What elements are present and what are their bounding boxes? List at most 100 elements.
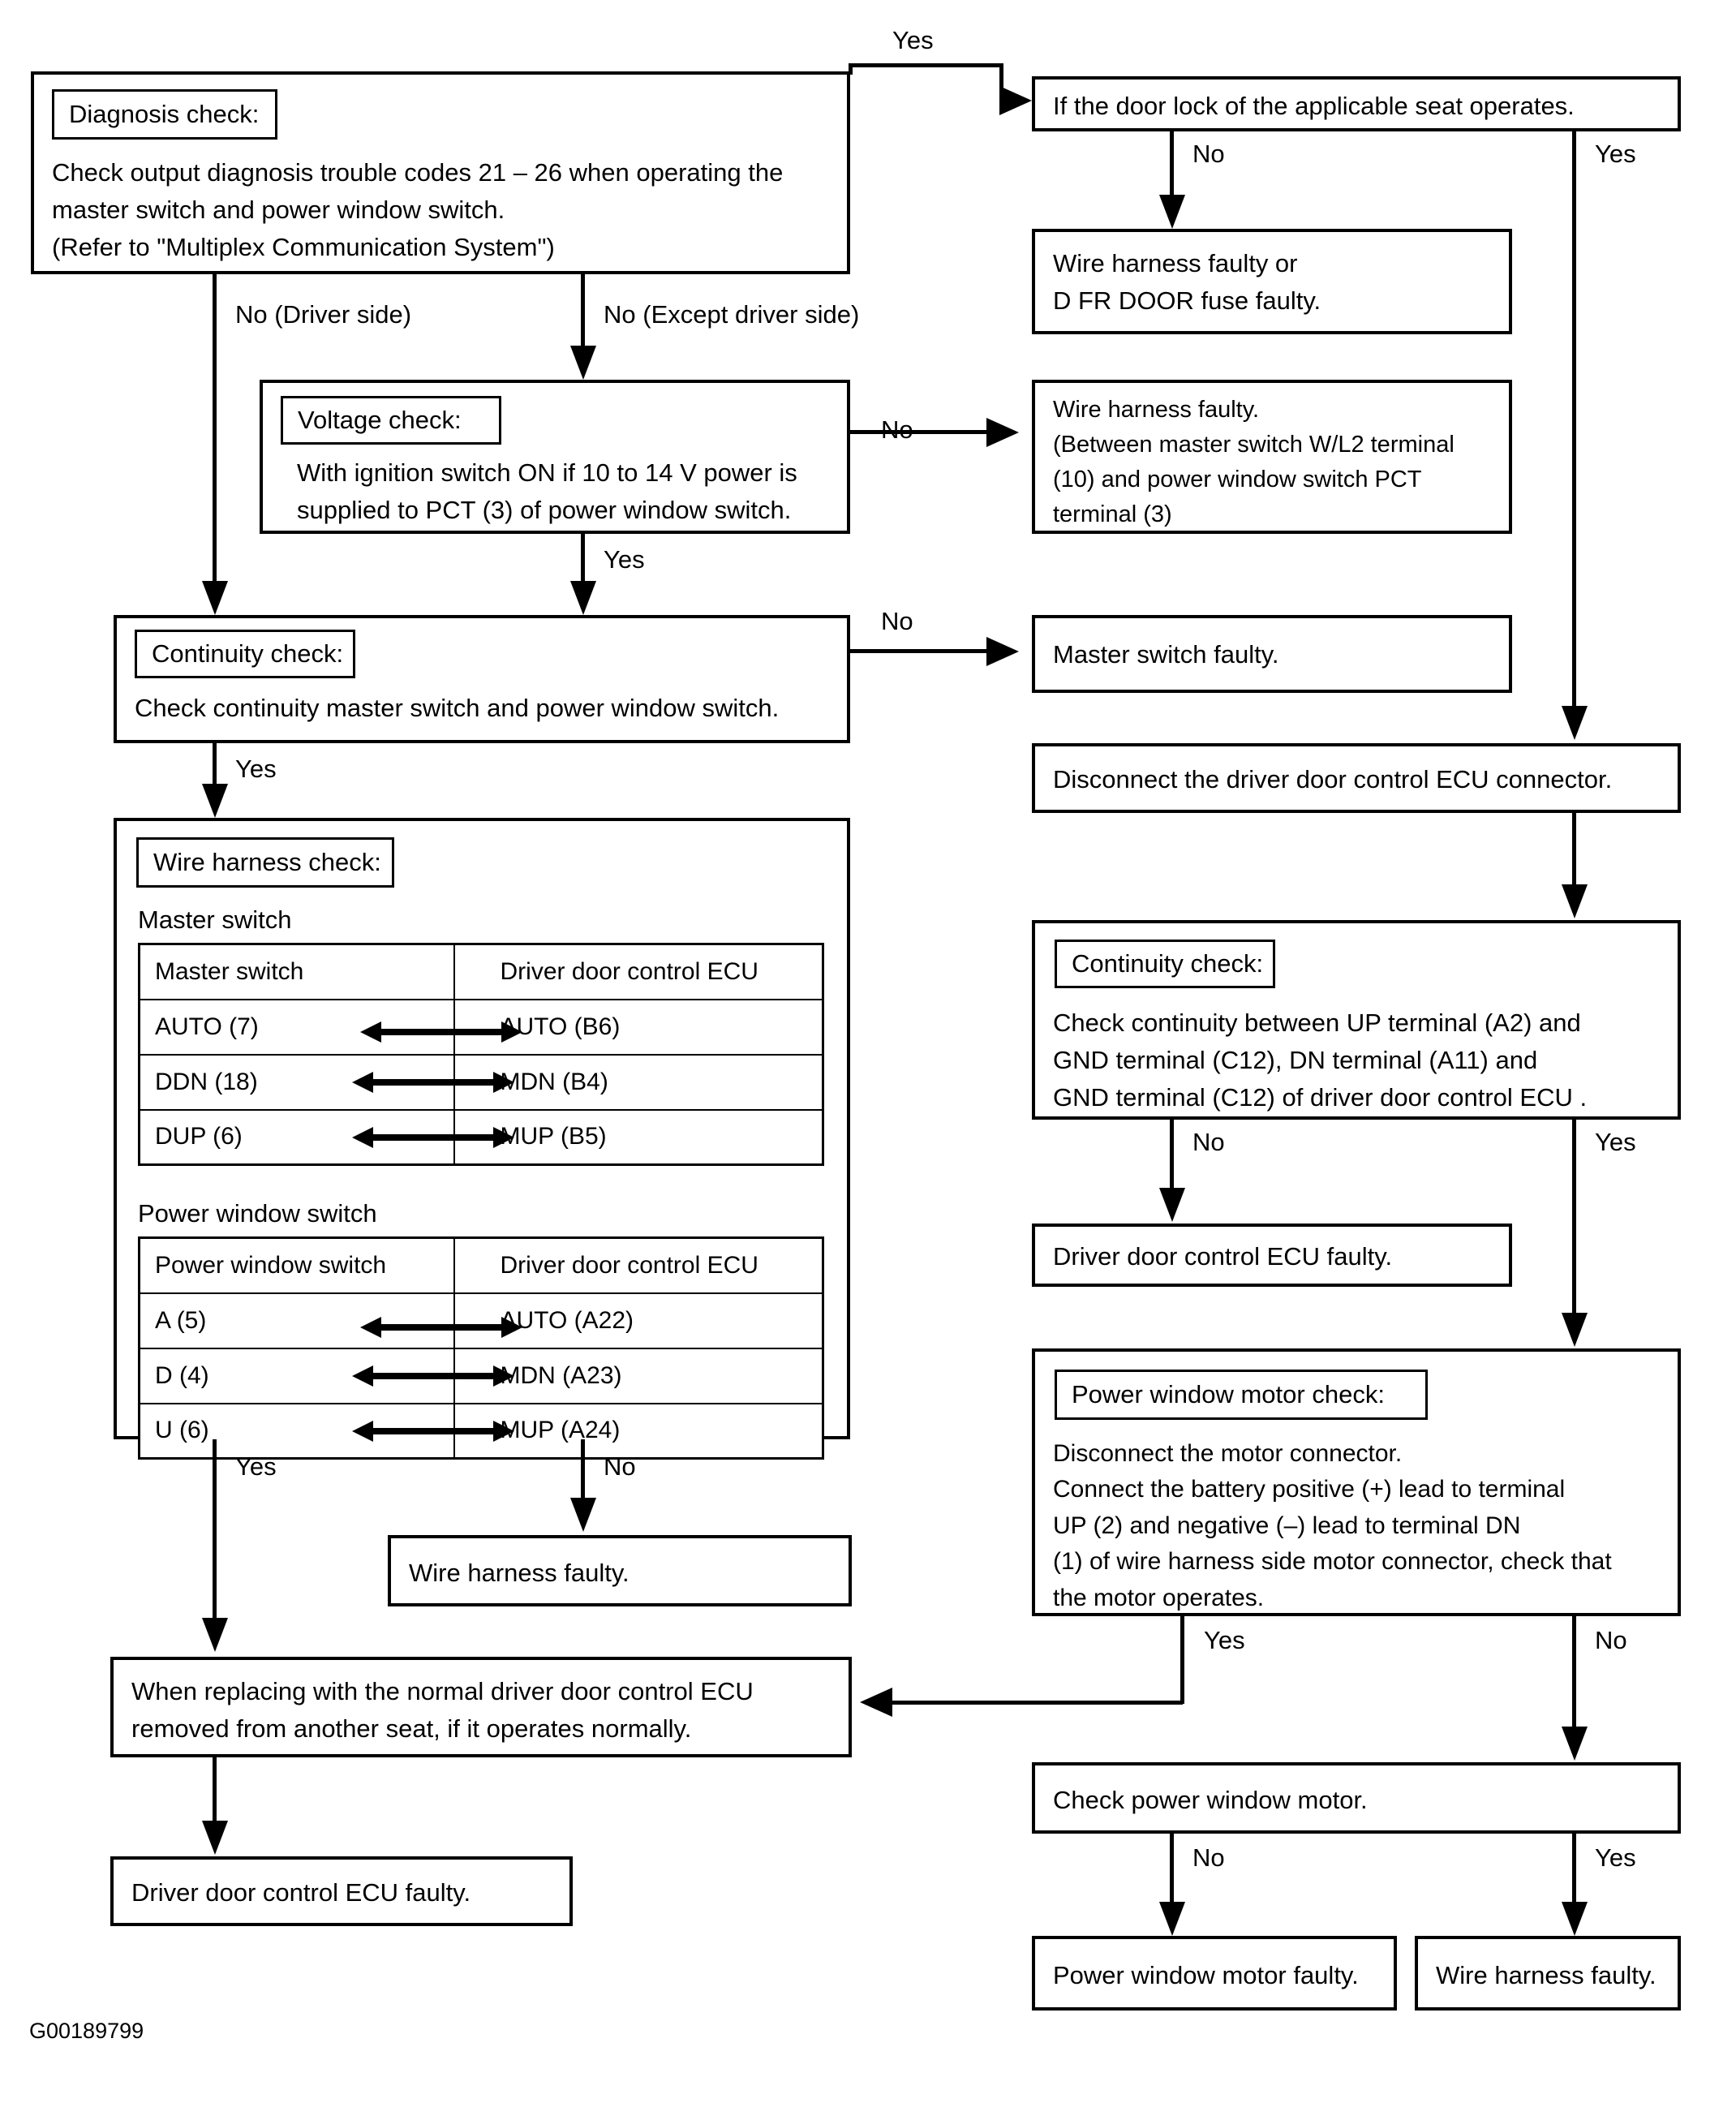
wire-harness-faulty-mid-body: Wire harness faulty. [409, 1559, 630, 1587]
edge-label-no-continuity-right: No [1192, 1128, 1225, 1156]
figure-id: G00189799 [29, 2019, 144, 2043]
edge-voltage-no-line [850, 430, 1006, 434]
edge-motor-yes-horizontal [892, 1701, 1183, 1705]
master-table-header-1: Master switch [138, 943, 455, 1000]
edge-label-no-motor: No [1595, 1626, 1627, 1654]
arrow-right-icon [986, 637, 1019, 666]
node-ecu-faulty-bottom: Driver door control ECU faulty. [110, 1856, 573, 1926]
voltage-check-label: Voltage check: [281, 396, 501, 445]
node-continuity-check-right: Continuity check: Check continuity betwe… [1032, 920, 1681, 1120]
voltage-check-body: With ignition switch ON if 10 to 14 V po… [297, 458, 797, 524]
edge-checkmotor-yes-line [1572, 1834, 1576, 1907]
node-master-switch-faulty: Master switch faulty. [1032, 615, 1512, 693]
edge-motor-yes-vertical [1180, 1616, 1184, 1704]
master-table-r1c1: MDN (B4) [453, 1053, 824, 1111]
node-replace-ecu: When replacing with the normal driver do… [110, 1657, 852, 1757]
edge-label-no-driver-side: No (Driver side) [235, 300, 412, 329]
power-window-switch-table: Power window switch Driver door control … [138, 1236, 824, 1460]
node-pw-motor-faulty: Power window motor faulty. [1032, 1936, 1397, 2011]
arrow-down-icon [202, 784, 228, 818]
edge-label-yes-top: Yes [892, 26, 934, 54]
edge-continuity-right-no-line [1170, 1120, 1174, 1191]
node-continuity-check-left: Continuity check: Check continuity maste… [114, 615, 850, 743]
edge-doorlock-no-line [1170, 131, 1174, 198]
arrow-down-icon [202, 1618, 228, 1652]
edge-label-no-check-motor: No [1192, 1843, 1225, 1872]
table-header-row: Master switch Driver door control ECU [138, 943, 824, 1000]
motor-check-body: Disconnect the motor connector. Connect … [1053, 1440, 1612, 1611]
table-row: A (5) AUTO (A22) [138, 1292, 824, 1349]
continuity-check-left-label: Continuity check: [135, 630, 355, 678]
edge-diagnosis-yes-drop [999, 63, 1003, 99]
pw-motor-faulty-body: Power window motor faulty. [1053, 1961, 1359, 1989]
edge-label-yes-doorlock: Yes [1595, 140, 1636, 168]
arrow-right-icon [986, 418, 1019, 447]
edge-disconnect-to-continuity-line [1572, 813, 1576, 888]
arrow-down-icon [202, 581, 228, 615]
arrow-down-icon [570, 346, 596, 380]
node-door-lock: If the door lock of the applicable seat … [1032, 76, 1681, 131]
node-motor-check: Power window motor check: Disconnect the… [1032, 1348, 1681, 1616]
arrow-right-icon [999, 86, 1032, 115]
edge-harness-no-line [581, 1439, 585, 1501]
edge-no-except-driver-line [581, 274, 585, 349]
arrow-down-icon [570, 1498, 596, 1532]
edge-continuity-right-yes-line [1572, 1120, 1576, 1314]
arrow-down-icon [1562, 1902, 1588, 1936]
master-table-r0c0: AUTO (7) [138, 998, 455, 1056]
node-wire-harness-check: Wire harness check: Master switch Master… [114, 818, 850, 1460]
edge-no-driver-side-line [213, 274, 217, 583]
master-table-r2c0: DUP (6) [138, 1108, 455, 1166]
node-voltage-check: Voltage check: With ignition switch ON i… [260, 380, 850, 534]
edge-replace-to-ecu-faulty-line [213, 1757, 217, 1824]
edge-label-no-harness: No [604, 1452, 636, 1481]
node-wire-harness-faulty-bottom: Wire harness faulty. [1415, 1936, 1681, 2011]
continuity-check-right-body: Check continuity between UP terminal (A2… [1053, 1008, 1588, 1112]
arrow-down-icon [202, 1821, 228, 1855]
edge-continuity-left-no-line [850, 649, 1006, 653]
edge-doorlock-yes-line [1572, 131, 1576, 709]
edge-label-yes-voltage: Yes [604, 545, 645, 574]
disconnect-ecu-body: Disconnect the driver door control ECU c… [1053, 765, 1613, 793]
edge-label-no-continuity-left: No [881, 607, 913, 635]
edge-label-yes-motor: Yes [1204, 1626, 1245, 1654]
continuity-check-right-label: Continuity check: [1055, 940, 1275, 988]
master-switch-faulty-body: Master switch faulty. [1053, 640, 1279, 669]
harness-faulty-between-body: Wire harness faulty. (Between master swi… [1053, 397, 1455, 527]
check-pw-motor-body: Check power window motor. [1053, 1786, 1368, 1814]
edge-continuity-left-yes-line [213, 743, 217, 787]
wire-harness-check-label: Wire harness check: [136, 837, 394, 888]
edge-diagnosis-yes-horizontal [849, 63, 1003, 67]
power-window-switch-caption: Power window switch [138, 1199, 377, 1228]
master-table-header-2: Driver door control ECU [453, 943, 824, 1000]
edge-label-yes-continuity-left: Yes [235, 755, 277, 783]
node-ecu-faulty-right: Driver door control ECU faulty. [1032, 1224, 1512, 1287]
pw-table-r1c1: MDN (A23) [453, 1347, 824, 1404]
table-header-row: Power window switch Driver door control … [138, 1236, 824, 1294]
wire-harness-faulty-bottom-body: Wire harness faulty. [1436, 1961, 1657, 1989]
edge-diagnosis-yes-vertical [849, 63, 853, 75]
table-row: AUTO (7) AUTO (B6) [138, 998, 824, 1056]
edge-motor-no-line [1572, 1616, 1576, 1730]
diagnosis-check-label: Diagnosis check: [52, 89, 277, 140]
harness-or-fuse-body: Wire harness faulty or D FR DOOR fuse fa… [1053, 249, 1321, 315]
master-switch-table: Master switch Driver door control ECU AU… [138, 943, 824, 1166]
continuity-check-left-body: Check continuity master switch and power… [135, 694, 780, 722]
master-table-r2c1: MUP (B5) [453, 1108, 824, 1166]
arrow-down-icon [1562, 1727, 1588, 1761]
pw-table-r0c0: A (5) [138, 1292, 455, 1349]
pw-table-header-1: Power window switch [138, 1236, 455, 1294]
motor-check-label: Power window motor check: [1055, 1370, 1428, 1420]
ecu-faulty-right-body: Driver door control ECU faulty. [1053, 1242, 1393, 1271]
node-harness-faulty-between: Wire harness faulty. (Between master swi… [1032, 380, 1512, 534]
pw-table-r2c1: MUP (A24) [453, 1402, 824, 1460]
arrow-down-icon [1562, 884, 1588, 918]
diagnosis-check-body: Check output diagnosis trouble codes 21 … [52, 158, 784, 261]
arrow-left-icon [860, 1688, 892, 1717]
edge-label-no-except-driver: No (Except driver side) [604, 300, 860, 329]
table-row: U (6) MUP (A24) [138, 1402, 824, 1460]
pw-table-header-2: Driver door control ECU [453, 1236, 824, 1294]
node-harness-or-fuse: Wire harness faulty or D FR DOOR fuse fa… [1032, 229, 1512, 334]
node-diagnosis-check: Diagnosis check: Check output diagnosis … [31, 71, 850, 274]
